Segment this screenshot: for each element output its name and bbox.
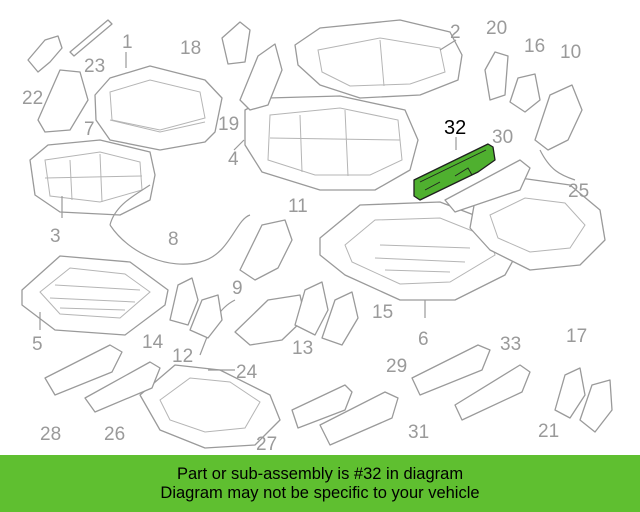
callout-9: 9 [232,278,243,299]
callout-33: 33 [500,334,521,355]
callout-13: 13 [292,338,313,359]
callout-26: 26 [104,424,125,445]
part-33-trim [454,364,531,421]
callout-24: 24 [236,362,258,383]
callout-28: 28 [40,424,61,445]
part-32-highlighted[interactable] [413,143,496,201]
callout-22: 22 [22,88,43,109]
callout-29: 29 [386,356,407,377]
part-27-trim [291,384,353,429]
leader-lines [39,39,457,371]
part-19-cover [239,43,283,111]
callout-21: 21 [538,421,559,442]
part-12-cover [189,294,223,339]
part-1-seat-cushion [94,65,223,151]
part-31-trim [411,344,491,396]
part-21-cover [579,379,613,433]
callout-27: 27 [256,434,277,455]
part-5-seat-frame [21,255,169,336]
callout-7: 7 [84,119,95,140]
banner-line-2: Diagram may not be specific to your vehi… [160,483,480,502]
callout-6: 6 [418,329,429,350]
callout-19: 19 [218,114,239,135]
callout-31: 31 [408,422,429,443]
callout-18: 18 [180,38,201,59]
callout-12: 12 [172,346,193,367]
part-11-hinge [239,219,293,281]
part-2-seat-cushion [294,19,463,99]
part-24-track-assembly [139,299,281,449]
callout-25: 25 [568,181,589,202]
info-banner: Part or sub-assembly is #32 in diagram D… [0,455,640,512]
part-13-cover [294,281,329,336]
callout-32: 32 [444,117,466,139]
part-10-hinge [534,84,583,151]
part-28-trim [44,344,123,396]
callout-16: 16 [524,36,545,57]
callout-10: 10 [560,42,581,63]
callout-2: 2 [450,22,461,43]
part-3-seat-back [29,139,156,216]
part-8-cable [109,184,251,265]
callout-11: 11 [288,196,308,217]
part-14-cover [169,277,199,326]
callout-14: 14 [142,332,164,353]
callout-17: 17 [566,326,587,347]
part-20-cover [484,51,509,101]
part-23-rod [69,19,113,57]
part-7-hinge [37,69,89,133]
callout-1: 1 [122,32,133,53]
parts-diagram: 1 2 3 4 5 6 7 8 9 10 11 12 13 14 15 16 1… [21,18,613,455]
callout-30: 30 [492,127,513,148]
callout-3: 3 [50,226,61,247]
callout-15: 15 [372,302,393,323]
part-17-cover [554,367,586,419]
part-4-seat-back [244,95,419,191]
part-26-trim [84,361,161,413]
callout-20: 20 [486,18,507,39]
part-30-trim [444,159,531,213]
part-15-cover [321,291,359,346]
callout-4: 4 [228,149,239,170]
part-18-cover [221,21,251,65]
callout-23: 23 [84,56,105,77]
part-29-trim [319,391,399,446]
banner-line-1: Part or sub-assembly is #32 in diagram [176,464,464,483]
callout-5: 5 [32,334,43,355]
part-22-bracket [27,35,63,73]
callout-8: 8 [168,229,179,250]
part-16-cover [509,73,541,113]
part-25-frame-assembly [469,149,606,271]
